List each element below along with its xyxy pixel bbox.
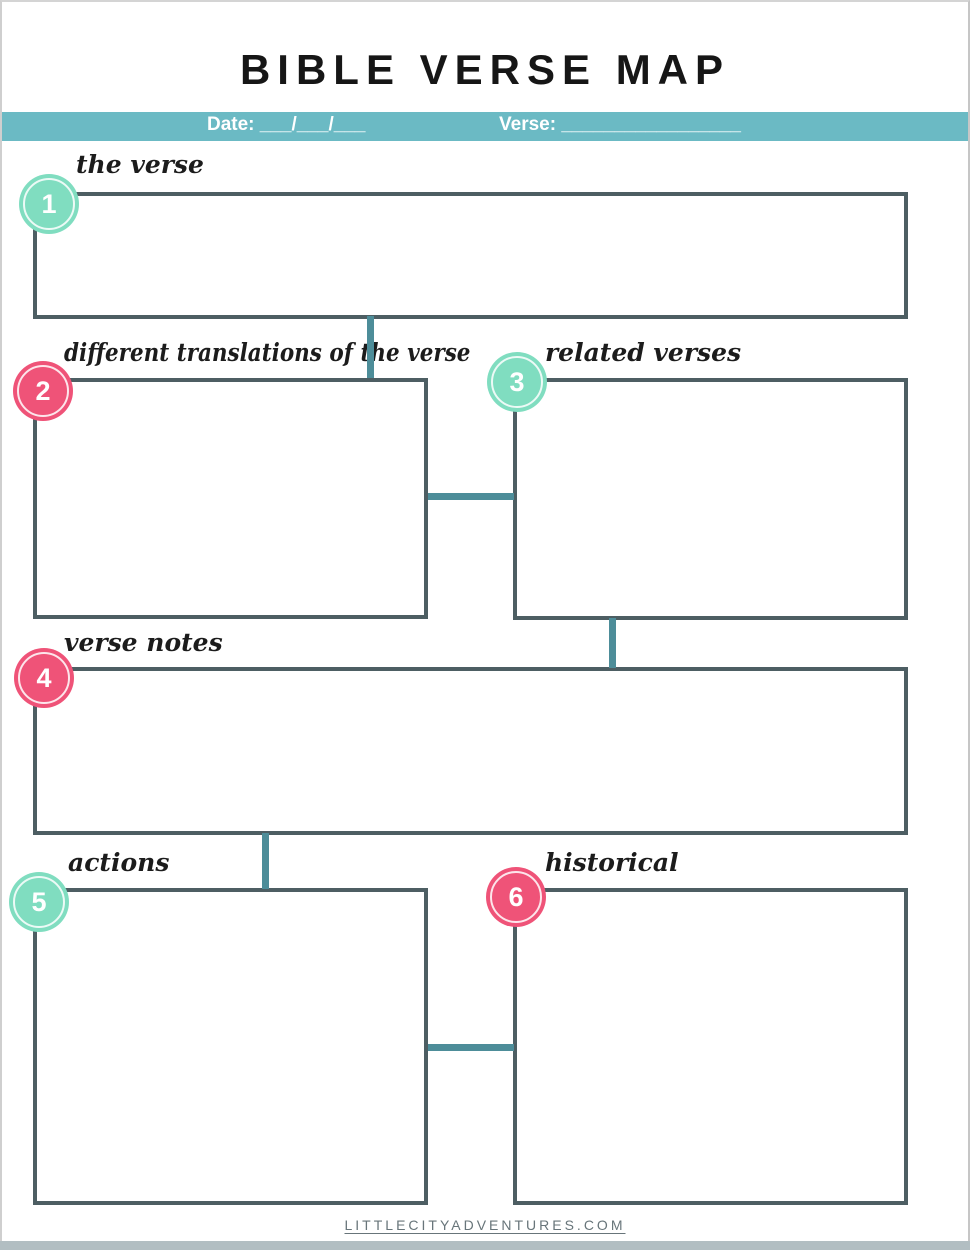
verse-blank-line[interactable]: _________________: [561, 114, 741, 135]
footer-website-link[interactable]: LITTLECITYADVENTURES.COM: [344, 1217, 626, 1233]
input-box-the-verse[interactable]: [33, 192, 908, 319]
input-box-verse-notes[interactable]: [33, 667, 908, 835]
verse-label: Verse:: [499, 114, 557, 135]
box-label-historical: historical: [545, 848, 679, 877]
number-badge-6: 6: [486, 867, 546, 927]
box-label-different-translations: different translations of the verse: [64, 338, 471, 367]
box-label-verse-notes: verse notes: [64, 628, 223, 657]
input-box-different-translations[interactable]: [33, 378, 428, 619]
badge-number: 1: [41, 188, 57, 219]
date-blank-line[interactable]: ___/___/___: [259, 114, 366, 135]
number-badge-4: 4: [14, 648, 74, 708]
input-box-historical[interactable]: [513, 888, 908, 1205]
header-band: Date: ___/___/___ Verse: _______________…: [2, 112, 968, 141]
connector-line-4-5: [262, 833, 269, 889]
number-badge-2: 2: [13, 361, 73, 421]
input-box-actions[interactable]: [33, 888, 428, 1205]
connector-line-5-6: [428, 1044, 514, 1051]
date-label: Date:: [207, 114, 255, 135]
verse-field: Verse: _________________: [499, 114, 741, 136]
box-label-actions: actions: [68, 848, 170, 877]
badge-number: 3: [509, 366, 525, 397]
box-label-related-verses: related verses: [545, 338, 742, 367]
date-field: Date: ___/___/___: [207, 114, 365, 136]
connector-line-1-2: [367, 316, 374, 378]
number-badge-1: 1: [19, 174, 79, 234]
badge-number: 6: [508, 881, 524, 912]
connector-line-2-3: [428, 493, 514, 500]
connector-line-3-4: [609, 618, 616, 668]
number-badge-3: 3: [487, 352, 547, 412]
badge-number: 2: [35, 375, 51, 406]
badge-number: 4: [36, 662, 52, 693]
number-badge-5: 5: [9, 872, 69, 932]
input-box-related-verses[interactable]: [513, 378, 908, 620]
bottom-edge-strip: [0, 1241, 970, 1250]
box-label-the-verse: the verse: [76, 150, 204, 179]
badge-number: 5: [31, 886, 47, 917]
footer: LITTLECITYADVENTURES.COM: [0, 1217, 970, 1235]
page-title: BIBLE VERSE MAP: [239, 46, 731, 93]
